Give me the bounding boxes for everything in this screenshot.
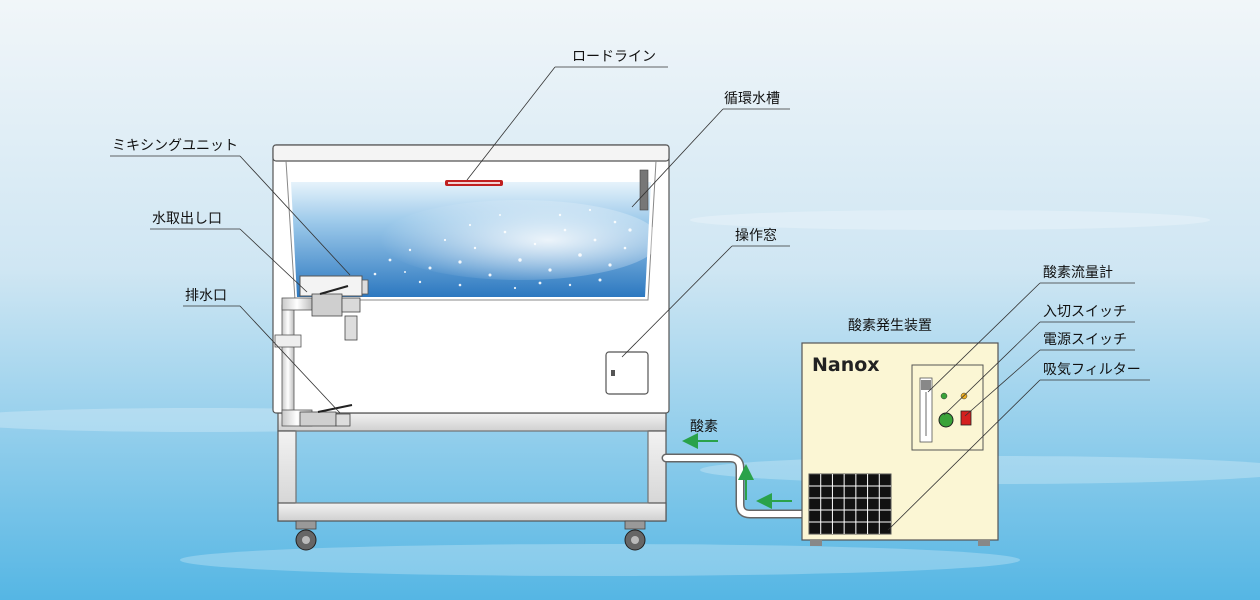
caster-right: [624, 520, 646, 551]
label-oxygen-flowmeter: 酸素流量計: [1043, 265, 1113, 281]
oxygen-tube: [661, 453, 810, 519]
label-operation-window: 操作窓: [735, 227, 777, 244]
label-drain-port: 排水口: [185, 288, 227, 304]
operation-window: [605, 351, 649, 395]
label-water-outlet: 水取出し口: [152, 211, 222, 227]
label-mixing-unit: ミキシングユニット: [112, 138, 238, 154]
label-oxygen: 酸素: [690, 419, 718, 435]
intake-filter-grid: [808, 473, 892, 535]
label-intake-filter: 吸気フィルター: [1043, 362, 1141, 378]
load-line-marker: [445, 180, 503, 186]
leader-lines: [110, 66, 1150, 531]
oxygen-generator: Nanox: [801, 342, 999, 546]
piping: [274, 285, 361, 427]
label-power-on-off-switch: 入切スイッチ: [1043, 304, 1127, 320]
on-off-switch-button[interactable]: [938, 412, 954, 428]
label-oxygen-generator: 酸素発生装置: [848, 318, 932, 334]
power-switch[interactable]: [960, 410, 972, 426]
label-main-power-switch: 電源スイッチ: [1043, 332, 1127, 348]
mixing-unit: [299, 275, 369, 297]
tank-water: [291, 182, 660, 297]
label-circulation-tank: 循環水槽: [724, 91, 780, 107]
tank-stand: [277, 412, 667, 522]
brand-logo: Nanox: [812, 354, 880, 376]
callout-labels: ロードライン 循環水槽 ミキシングユニット 水取出し口 操作窓 排水口 酸素流量…: [112, 49, 1141, 435]
micro-bubbles: [373, 208, 632, 290]
indicator-light-green: [940, 392, 948, 400]
caster-left: [295, 520, 317, 551]
label-load-line: ロードライン: [572, 49, 656, 65]
level-gauge: [639, 169, 649, 211]
oxygen-flow-arrows: [682, 433, 792, 509]
